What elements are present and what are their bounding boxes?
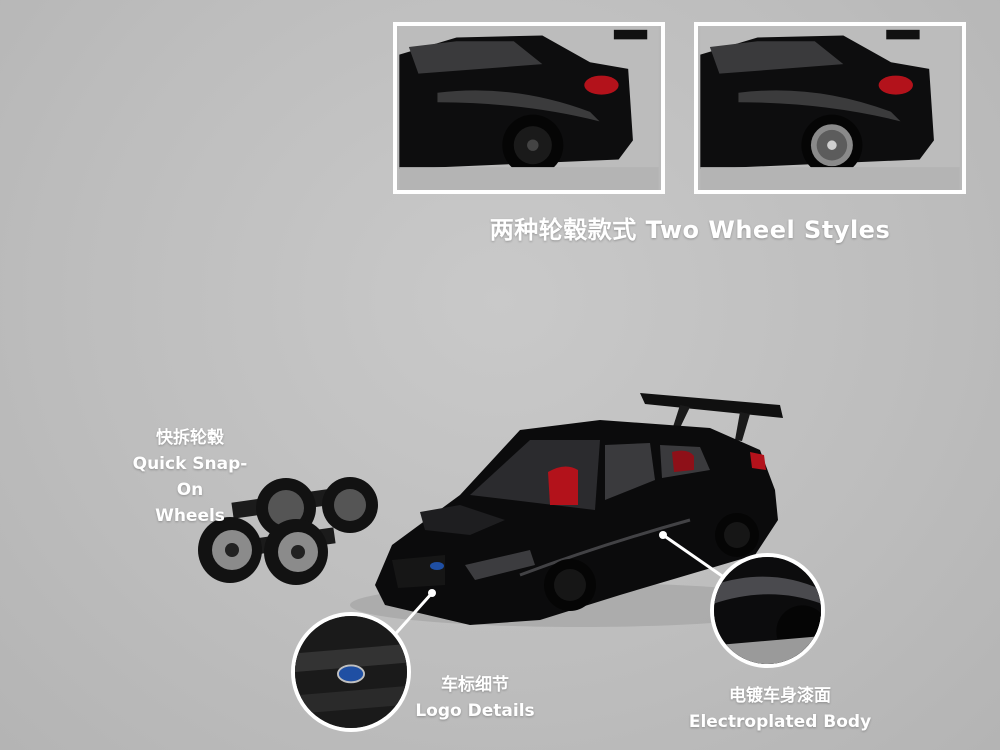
wheel-style-photo-right <box>694 22 966 194</box>
quick-wheels-en-line2: Wheels <box>155 506 225 526</box>
logo-details-label: 车标细节 Logo Details <box>405 672 545 724</box>
logo-details-en: Logo Details <box>415 701 535 721</box>
logo-detail-closeup <box>291 612 411 732</box>
car-rear-photo-a <box>399 26 659 190</box>
electroplated-body-closeup <box>710 553 825 668</box>
electroplated-body-label: 电镀车身漆面 Electroplated Body <box>680 683 880 735</box>
quick-snap-on-wheels-label: 快拆轮毂 Quick Snap-On Wheels <box>120 425 260 529</box>
quick-wheels-cn: 快拆轮毂 <box>156 428 224 448</box>
electroplated-body-en: Electroplated Body <box>688 712 872 732</box>
quick-wheels-en-line1: Quick Snap-On <box>132 454 248 500</box>
electroplated-body-cn: 电镀车身漆面 <box>729 686 831 706</box>
wheel-styles-caption: 两种轮毂款式 Two Wheel Styles <box>489 216 891 244</box>
logo-closeup-image <box>295 616 407 728</box>
wheel-style-photo-left <box>393 22 665 194</box>
body-closeup-image <box>714 557 821 664</box>
logo-details-cn: 车标细节 <box>441 675 509 695</box>
car-rear-photo-b <box>700 26 960 190</box>
